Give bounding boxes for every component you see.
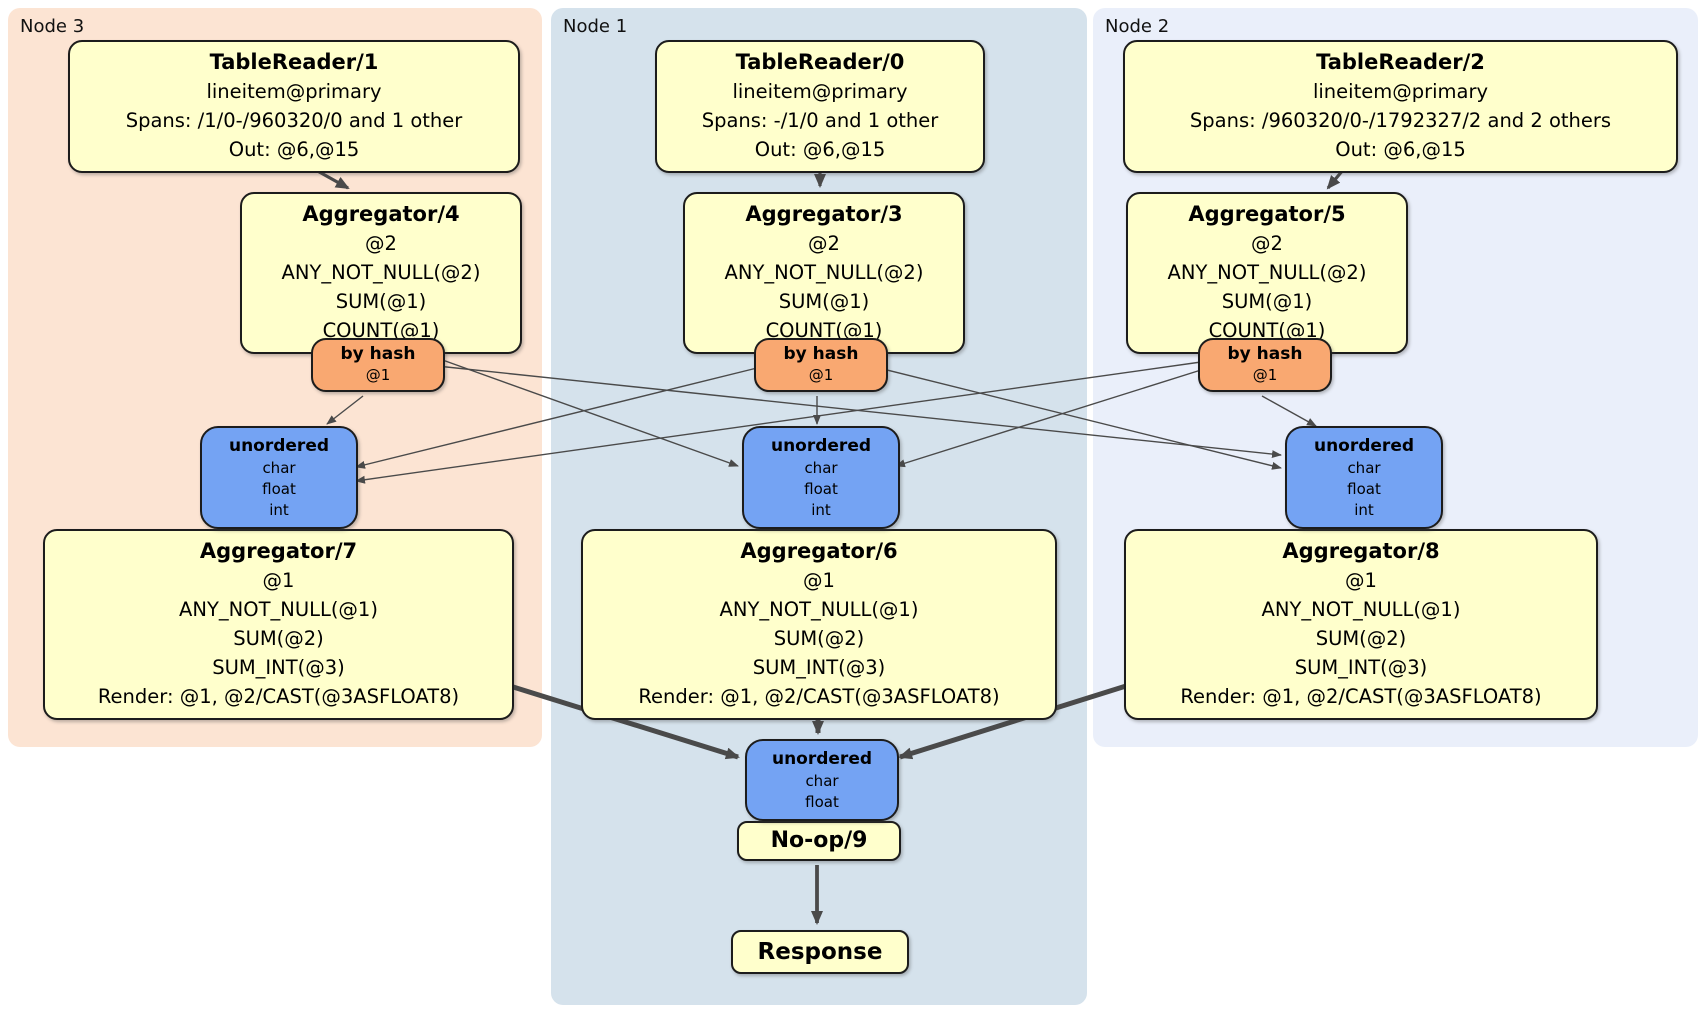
response-box: Response bbox=[731, 930, 909, 974]
aggregator-4-fn2: SUM(@1) bbox=[335, 290, 427, 313]
aggregator-4-fn3: COUNT(@1) bbox=[322, 319, 440, 342]
sync-node2-col-char: char bbox=[1347, 459, 1381, 477]
aggregator-4-fn1: ANY_NOT_NULL(@2) bbox=[281, 261, 481, 284]
hash-router-5-title: by hash bbox=[1227, 344, 1303, 364]
hash-router-4: by hash @1 bbox=[311, 338, 445, 392]
noop-box: No-op/9 bbox=[737, 821, 901, 861]
aggregator-4-groupcols: @2 bbox=[365, 232, 397, 255]
node3-label: Node 3 bbox=[20, 16, 85, 37]
tablereader-2-out: Out: @6,@15 bbox=[1335, 138, 1466, 161]
aggregator-8-groupcols: @1 bbox=[1345, 569, 1377, 592]
aggregator-7-box: Aggregator/7 @1 ANY_NOT_NULL(@1) SUM(@2)… bbox=[43, 529, 514, 720]
aggregator-3-groupcols: @2 bbox=[808, 232, 840, 255]
aggregator-6-render: Render: @1, @2/CAST(@3ASFLOAT8) bbox=[638, 685, 1000, 708]
tablereader-1-out: Out: @6,@15 bbox=[228, 138, 360, 161]
aggregator-3-box: Aggregator/3 @2 ANY_NOT_NULL(@2) SUM(@1)… bbox=[683, 192, 965, 354]
tablereader-1-box: TableReader/1 lineitem@primary Spans: /1… bbox=[68, 40, 520, 173]
aggregator-4-title: Aggregator/4 bbox=[302, 202, 460, 226]
sync-node2-col-float: float bbox=[1347, 480, 1381, 498]
aggregator-5-fn3: COUNT(@1) bbox=[1208, 319, 1326, 342]
aggregator-8-title: Aggregator/8 bbox=[1282, 539, 1440, 563]
unordered-sync-final-title: unordered bbox=[771, 749, 873, 769]
tablereader-1-title: TableReader/1 bbox=[209, 50, 379, 74]
hash-router-5: by hash @1 bbox=[1198, 338, 1332, 392]
aggregator-3-title: Aggregator/3 bbox=[745, 202, 903, 226]
tablereader-2-index: lineitem@primary bbox=[1312, 80, 1489, 103]
aggregator-8-fn2: SUM(@2) bbox=[1315, 627, 1407, 650]
aggregator-5-fn1: ANY_NOT_NULL(@2) bbox=[1167, 261, 1367, 284]
aggregator-6-box: Aggregator/6 @1 ANY_NOT_NULL(@1) SUM(@2)… bbox=[581, 529, 1057, 720]
aggregator-5-fn2: SUM(@1) bbox=[1221, 290, 1313, 313]
aggregator-5-title: Aggregator/5 bbox=[1188, 202, 1346, 226]
noop-label: No-op/9 bbox=[770, 828, 868, 853]
hash-router-3-title: by hash bbox=[783, 344, 859, 364]
aggregator-3-fn3: COUNT(@1) bbox=[765, 319, 883, 342]
aggregator-7-fn1: ANY_NOT_NULL(@1) bbox=[179, 598, 378, 621]
unordered-sync-node1-title: unordered bbox=[770, 436, 872, 456]
tablereader-1-spans: Spans: /1/0-/960320/0 and 1 other bbox=[125, 109, 463, 132]
aggregator-3-fn1: ANY_NOT_NULL(@2) bbox=[724, 261, 924, 284]
sync-node2-col-int: int bbox=[1354, 501, 1374, 519]
aggregator-6-fn3: SUM_INT(@3) bbox=[752, 656, 886, 679]
node2-label: Node 2 bbox=[1105, 16, 1170, 37]
aggregator-3-fn2: SUM(@1) bbox=[778, 290, 870, 313]
unordered-sync-node3: unordered char float int bbox=[200, 426, 358, 529]
node1-label: Node 1 bbox=[563, 16, 628, 37]
tablereader-0-box: TableReader/0 lineitem@primary Spans: -/… bbox=[655, 40, 985, 173]
aggregator-8-box: Aggregator/8 @1 ANY_NOT_NULL(@1) SUM(@2)… bbox=[1124, 529, 1598, 720]
unordered-sync-node3-title: unordered bbox=[228, 436, 330, 456]
sync-node1-col-int: int bbox=[811, 501, 831, 519]
aggregator-4-box: Aggregator/4 @2 ANY_NOT_NULL(@2) SUM(@1)… bbox=[240, 192, 522, 354]
aggregator-8-fn3: SUM_INT(@3) bbox=[1294, 656, 1428, 679]
aggregator-6-groupcols: @1 bbox=[803, 569, 835, 592]
unordered-sync-node2: unordered char float int bbox=[1285, 426, 1443, 529]
tablereader-0-spans: Spans: -/1/0 and 1 other bbox=[701, 109, 939, 132]
hash-router-5-cols: @1 bbox=[1252, 366, 1278, 384]
tablereader-2-title: TableReader/2 bbox=[1316, 50, 1485, 74]
aggregator-8-render: Render: @1, @2/CAST(@3ASFLOAT8) bbox=[1180, 685, 1542, 708]
tablereader-1-index: lineitem@primary bbox=[206, 80, 382, 103]
hash-router-4-title: by hash bbox=[340, 344, 416, 364]
hash-router-3: by hash @1 bbox=[754, 338, 888, 392]
aggregator-7-fn2: SUM(@2) bbox=[233, 627, 324, 650]
tablereader-0-out: Out: @6,@15 bbox=[754, 138, 886, 161]
unordered-sync-node1: unordered char float int bbox=[742, 426, 900, 529]
response-label: Response bbox=[757, 939, 883, 965]
aggregator-5-groupcols: @2 bbox=[1251, 232, 1283, 255]
sync-final-col-char: char bbox=[805, 772, 839, 790]
hash-router-3-cols: @1 bbox=[808, 366, 834, 384]
sync-node1-col-float: float bbox=[804, 480, 838, 498]
tablereader-0-title: TableReader/0 bbox=[735, 50, 905, 74]
unordered-sync-node2-title: unordered bbox=[1313, 436, 1415, 456]
sync-node1-col-char: char bbox=[804, 459, 838, 477]
tablereader-2-box: TableReader/2 lineitem@primary Spans: /9… bbox=[1123, 40, 1678, 173]
sync-node3-col-int: int bbox=[269, 501, 289, 519]
sync-node3-col-float: float bbox=[262, 480, 296, 498]
tablereader-0-index: lineitem@primary bbox=[732, 80, 908, 103]
aggregator-7-fn3: SUM_INT(@3) bbox=[212, 656, 345, 679]
aggregator-6-fn2: SUM(@2) bbox=[773, 627, 865, 650]
aggregator-6-title: Aggregator/6 bbox=[740, 539, 898, 563]
tablereader-2-spans: Spans: /960320/0-/1792327/2 and 2 others bbox=[1189, 109, 1612, 132]
aggregator-7-render: Render: @1, @2/CAST(@3ASFLOAT8) bbox=[97, 685, 460, 708]
hash-router-4-cols: @1 bbox=[365, 366, 391, 384]
aggregator-7-title: Aggregator/7 bbox=[199, 539, 358, 563]
sync-node3-col-char: char bbox=[262, 459, 296, 477]
unordered-sync-final: unordered char float bbox=[745, 739, 899, 821]
aggregator-7-groupcols: @1 bbox=[262, 569, 295, 592]
aggregator-5-box: Aggregator/5 @2 ANY_NOT_NULL(@2) SUM(@1)… bbox=[1126, 192, 1408, 354]
sync-final-col-float: float bbox=[805, 793, 839, 811]
aggregator-8-fn1: ANY_NOT_NULL(@1) bbox=[1261, 598, 1461, 621]
aggregator-6-fn1: ANY_NOT_NULL(@1) bbox=[719, 598, 919, 621]
